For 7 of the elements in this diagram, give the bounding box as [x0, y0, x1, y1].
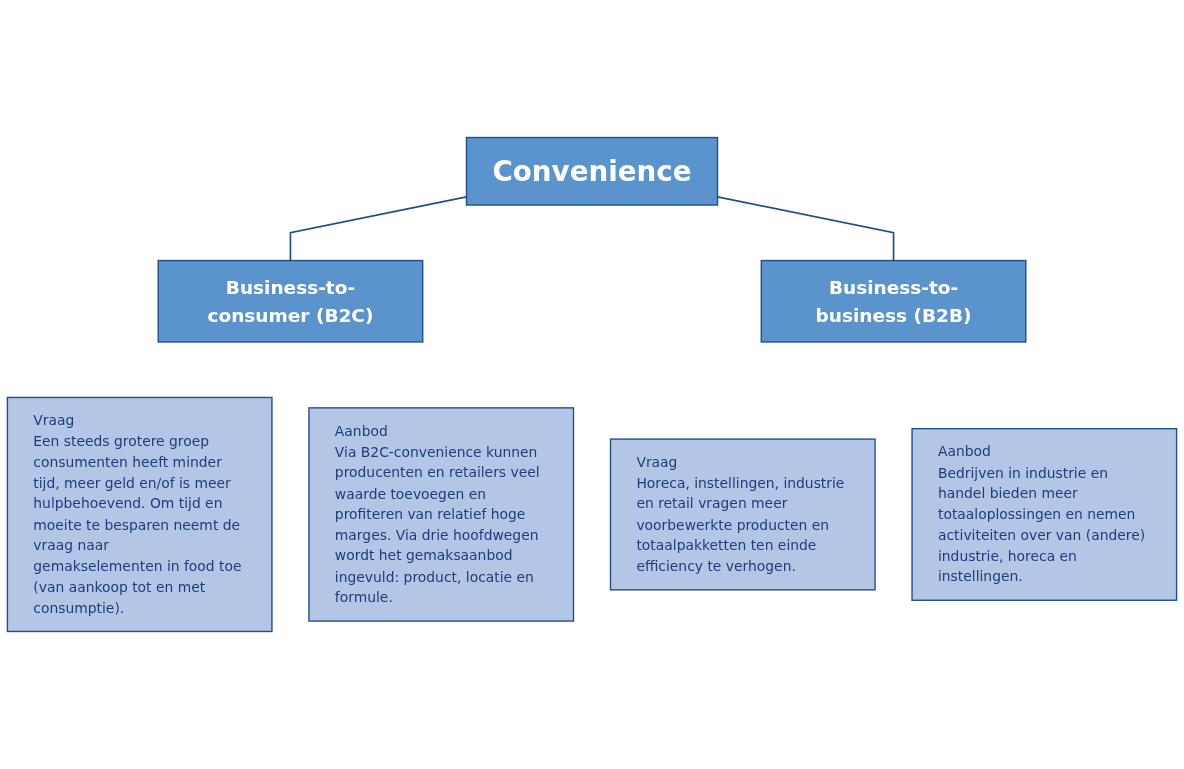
node-box: Vraag Horeca, instellingen, industrie en retail vragen meer voorbewerkte producten en totaalpakketten ten einde efficiency te verhogen. [609, 438, 876, 591]
node-box: Business-to-business (B2B) [760, 259, 1027, 343]
node-box: Business-to-consumer (B2C) [157, 259, 424, 343]
node-box: Convenience [465, 136, 719, 206]
node-box: Aanbod Bedrijven in industrie en handel bieden meer totaaloplossingen en nemen activiteiten over van (andere) industrie, horeca en instellingen. [911, 427, 1178, 601]
node-box: Vraag Een steeds grotere groep consumenten heeft minder tijd, meer geld en/of is meer hulpbehoevend. Om tijd en moeite te besparen neemt de vraag naar gemakselementen in food toe (van aankoop tot en met consumptie). [6, 396, 273, 633]
node-box: Aanbod Via B2C-convenience kunnen producenten en retailers veel waarde toevoegen en profiteren van relatief hoge marges. Via drie hoofdwegen wordt het gemaksaanbod ingevuld: product, locatie en formule. [308, 407, 575, 622]
